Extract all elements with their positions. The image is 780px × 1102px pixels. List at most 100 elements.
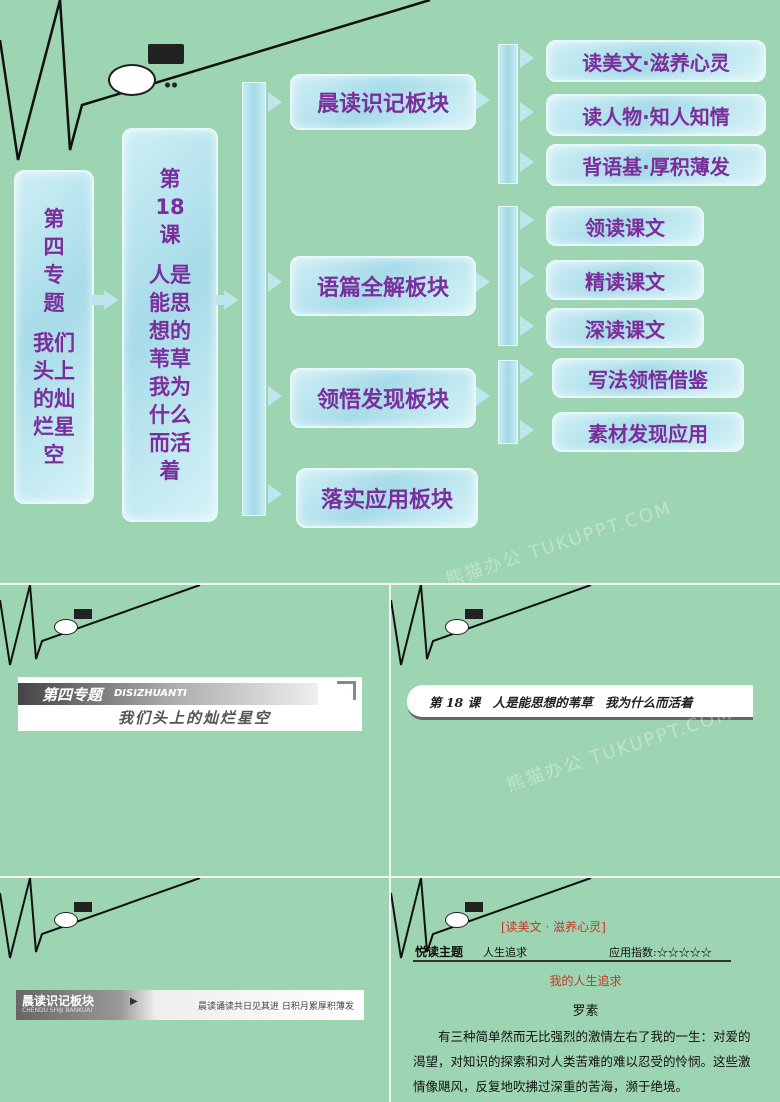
banner-main-text: 第四专题 [42, 686, 103, 704]
item-writing-method[interactable]: 写法领悟借鉴 [552, 358, 744, 398]
arrow-right-icon [104, 290, 118, 310]
item-lead-reading[interactable]: 领读课文 [546, 206, 704, 246]
section-yupian[interactable]: 语篇全解板块 [290, 256, 476, 316]
theme-bar: 悦读主题 人生追求 应用指数:☆☆☆☆☆ [413, 940, 731, 962]
topic-line: 题 [43, 291, 65, 315]
calendar-icon [465, 902, 483, 912]
topic-line: 空 [43, 443, 65, 467]
calendar-icon [465, 609, 483, 619]
item-recite-basics[interactable]: 背语基·厚积薄发 [546, 144, 766, 186]
lesson-banner-text: 第 18 课 人是能思想的苇草 我为什么而活着 [429, 695, 693, 710]
lesson-line: 课 [159, 223, 181, 247]
sub-branch-stem [498, 360, 518, 444]
arrow-right-icon [520, 266, 534, 286]
arrow-right-icon [520, 420, 534, 440]
topic-line [33, 317, 75, 329]
topic-line: 四 [43, 235, 65, 259]
chat-bubble-icon [54, 619, 78, 635]
arrow-shaft [216, 295, 226, 305]
slide-section-title: 晨读识记板块 CHENDU SHIJI BANKUAI ▶ 晨读诵读共日见其进 … [0, 878, 389, 1102]
item-material-use[interactable]: 素材发现应用 [552, 412, 744, 452]
chat-bubble-icon [54, 912, 78, 928]
lesson-banner: 第 18 课 人是能思想的苇草 我为什么而活着 [407, 685, 753, 720]
section-lingwu[interactable]: 领悟发现板块 [290, 368, 476, 428]
lesson-box: 第 18 课 人是能思想的苇草我为什么而活着 [122, 128, 218, 522]
arrow-right-icon [520, 364, 534, 384]
topic-banner: 第四专题 DISIZHUANTI 我们头上的灿烂星空 [18, 677, 362, 731]
branch-stem [242, 82, 266, 516]
arrow-right-icon [268, 92, 282, 112]
topic-line: 头上 [33, 359, 75, 383]
sub-branch-stem [498, 44, 518, 184]
chat-bubble-icon [108, 64, 156, 96]
zigzag-line-decoration [0, 878, 201, 959]
divider [389, 585, 391, 1102]
item-deep-reading[interactable]: 深读课文 [546, 308, 704, 348]
article-title: 我的人生追求 [549, 974, 622, 988]
slide-lesson-title: 第 18 课 人是能思想的苇草 我为什么而活着 熊猫办公 TUKUPPT.COM [391, 585, 780, 876]
theme-value: 人生追求 [483, 946, 527, 959]
section-luoshi[interactable]: 落实应用板块 [296, 468, 478, 528]
topic-line: 专 [43, 263, 65, 287]
section-chendu[interactable]: 晨读识记板块 [290, 74, 476, 130]
arrow-right-icon [520, 48, 534, 68]
arrow-right-icon [224, 290, 238, 310]
theme-label: 悦读主题 [415, 945, 464, 959]
arrow-right-icon [268, 386, 282, 406]
section-banner-main: 晨读识记板块 [22, 994, 95, 1008]
topic-box: 第四专题 我们头上的灿烂星空 [14, 170, 94, 504]
topic-line: 我们 [33, 331, 75, 355]
divider [0, 876, 780, 878]
calendar-icon [74, 609, 92, 619]
lesson-line [149, 249, 191, 261]
arrow-right-icon [476, 90, 490, 110]
section-banner-sub: 晨读诵读共日见其进 日积月累厚积薄发 [198, 1002, 354, 1012]
lesson-line: 而活 [149, 431, 191, 455]
arrow-right-icon [268, 272, 282, 292]
index-label: 应用指数:☆☆☆☆☆ [609, 946, 712, 959]
slide-topic-title: 第四专题 DISIZHUANTI 我们头上的灿烂星空 [0, 585, 389, 876]
arrow-right-icon [268, 484, 282, 504]
banner-pinyin: DISIZHUANTI [114, 688, 187, 699]
arrow-right-icon [520, 102, 534, 122]
chat-bubble-icon [445, 619, 469, 635]
corner-bracket-icon [337, 681, 356, 700]
lesson-line: 第 [159, 167, 181, 191]
zigzag-line-decoration [391, 585, 592, 666]
slide-reading: [读美文 · 滋养心灵] 悦读主题 人生追求 应用指数:☆☆☆☆☆ 我的人生追求… [391, 878, 780, 1102]
author: 罗素 [572, 1004, 599, 1019]
banner-subtitle: 我们头上的灿烂星空 [118, 709, 272, 727]
lesson-line: 人是 [149, 263, 191, 287]
item-read-people[interactable]: 读人物·知人知情 [546, 94, 766, 136]
lesson-line: 着 [159, 459, 181, 483]
lesson-line: 我为 [149, 375, 191, 399]
arrow-shaft [92, 295, 106, 305]
play-icon: ▶ [130, 996, 138, 1007]
lesson-line: 想的 [149, 319, 191, 343]
arrow-right-icon [520, 152, 534, 172]
section-banner: 晨读识记板块 CHENDU SHIJI BANKUAI ▶ 晨读诵读共日见其进 … [16, 990, 364, 1020]
item-read-essay[interactable]: 读美文·滋养心灵 [546, 40, 766, 82]
topic-line: 的灿 [33, 387, 75, 411]
lesson-line: 能思 [149, 291, 191, 315]
calendar-icon [148, 44, 184, 64]
item-close-reading[interactable]: 精读课文 [546, 260, 704, 300]
dots-icon [164, 82, 178, 88]
divider [0, 583, 780, 585]
arrow-right-icon [520, 210, 534, 230]
topic-line: 第 [43, 207, 65, 231]
section-header: [读美文 · 滋养心灵] [501, 920, 606, 934]
chat-bubble-icon [445, 912, 469, 928]
section-banner-pinyin: CHENDU SHIJI BANKUAI [22, 1007, 93, 1014]
sub-branch-stem [498, 206, 518, 346]
calendar-icon [74, 902, 92, 912]
lesson-line: 什么 [149, 403, 191, 427]
topic-line: 烂星 [33, 415, 75, 439]
banner-dark-strip [18, 683, 318, 705]
article-paragraph: 有三种简单然而无比强烈的激情左右了我的一生：对爱的渴望，对知识的探索和对人类苦难… [413, 1029, 751, 1094]
arrow-right-icon [520, 316, 534, 336]
lesson-line: 苇草 [149, 347, 191, 371]
arrow-right-icon [476, 272, 490, 292]
lesson-line: 18 [155, 195, 185, 219]
